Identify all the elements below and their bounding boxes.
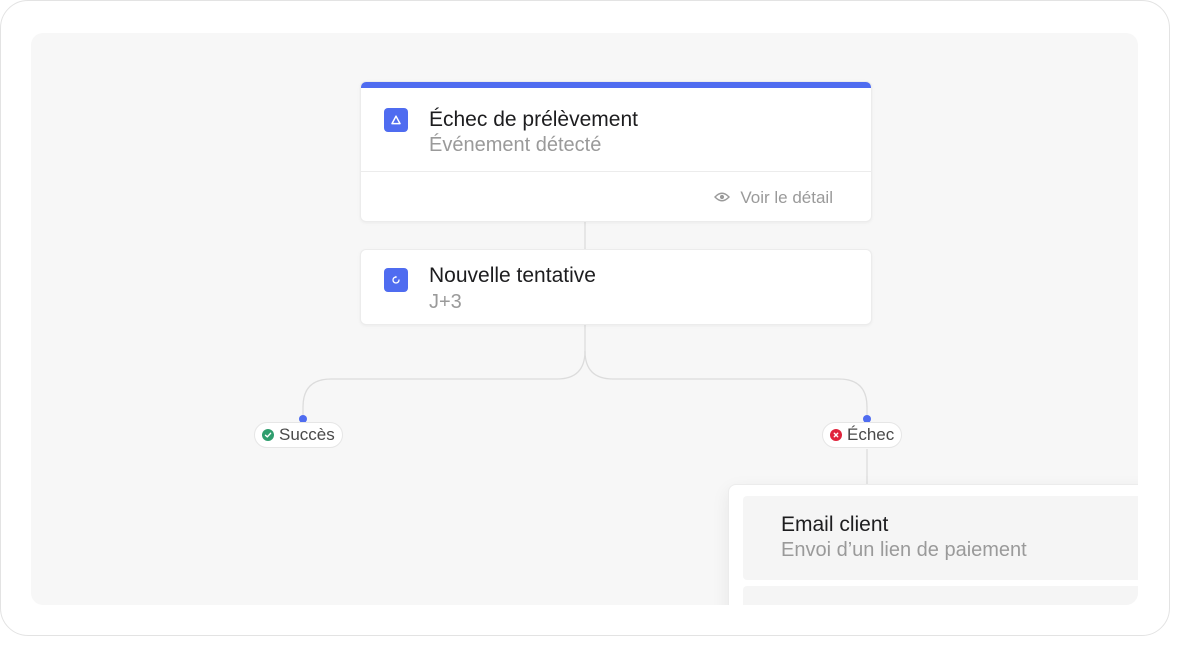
connector-lines xyxy=(299,222,871,484)
retry-node-card[interactable]: Nouvelle tentative J+3 xyxy=(360,249,872,325)
alert-triangle-icon xyxy=(384,108,408,132)
retry-subtitle: J+3 xyxy=(429,291,462,313)
email-action-row[interactable]: Email client Envoi d’un lien de paiement xyxy=(743,496,1138,580)
trigger-subtitle: Événement détecté xyxy=(429,134,602,156)
connector-retry-success xyxy=(302,325,586,419)
branch-dot-success xyxy=(299,415,307,423)
trigger-node-card[interactable]: Échec de prélèvement Événement détecté V… xyxy=(360,81,872,222)
branch-failure-pill[interactable]: Échec xyxy=(822,422,903,448)
email-subtitle: Envoi d’un lien de paiement xyxy=(781,539,1027,561)
connector-retry-failure xyxy=(584,350,868,419)
view-detail-label: Voir le détail xyxy=(740,188,833,207)
trigger-accent-bar xyxy=(361,82,871,88)
refresh-icon xyxy=(384,268,408,292)
check-circle-icon xyxy=(262,429,274,441)
branch-dot-failure xyxy=(863,415,871,423)
branch-failure-label: Échec xyxy=(847,425,895,444)
eye-icon xyxy=(714,188,731,208)
x-circle-icon xyxy=(830,429,842,441)
trigger-title: Échec de prélèvement xyxy=(429,108,638,131)
retry-title: Nouvelle tentative xyxy=(429,264,596,287)
email-node-card[interactable]: Email client Envoi d’un lien de paiement xyxy=(728,484,1138,605)
branch-success-pill[interactable]: Succès xyxy=(254,422,343,448)
email-title: Email client xyxy=(781,513,889,536)
workflow-canvas: Échec de prélèvement Événement détecté V… xyxy=(31,33,1138,605)
branch-success-label: Succès xyxy=(279,425,335,444)
trigger-divider xyxy=(361,171,871,172)
view-detail-link[interactable]: Voir le détail xyxy=(714,188,833,208)
email-action-row-2[interactable] xyxy=(743,586,1138,605)
outer-frame: Échec de prélèvement Événement détecté V… xyxy=(0,0,1170,636)
